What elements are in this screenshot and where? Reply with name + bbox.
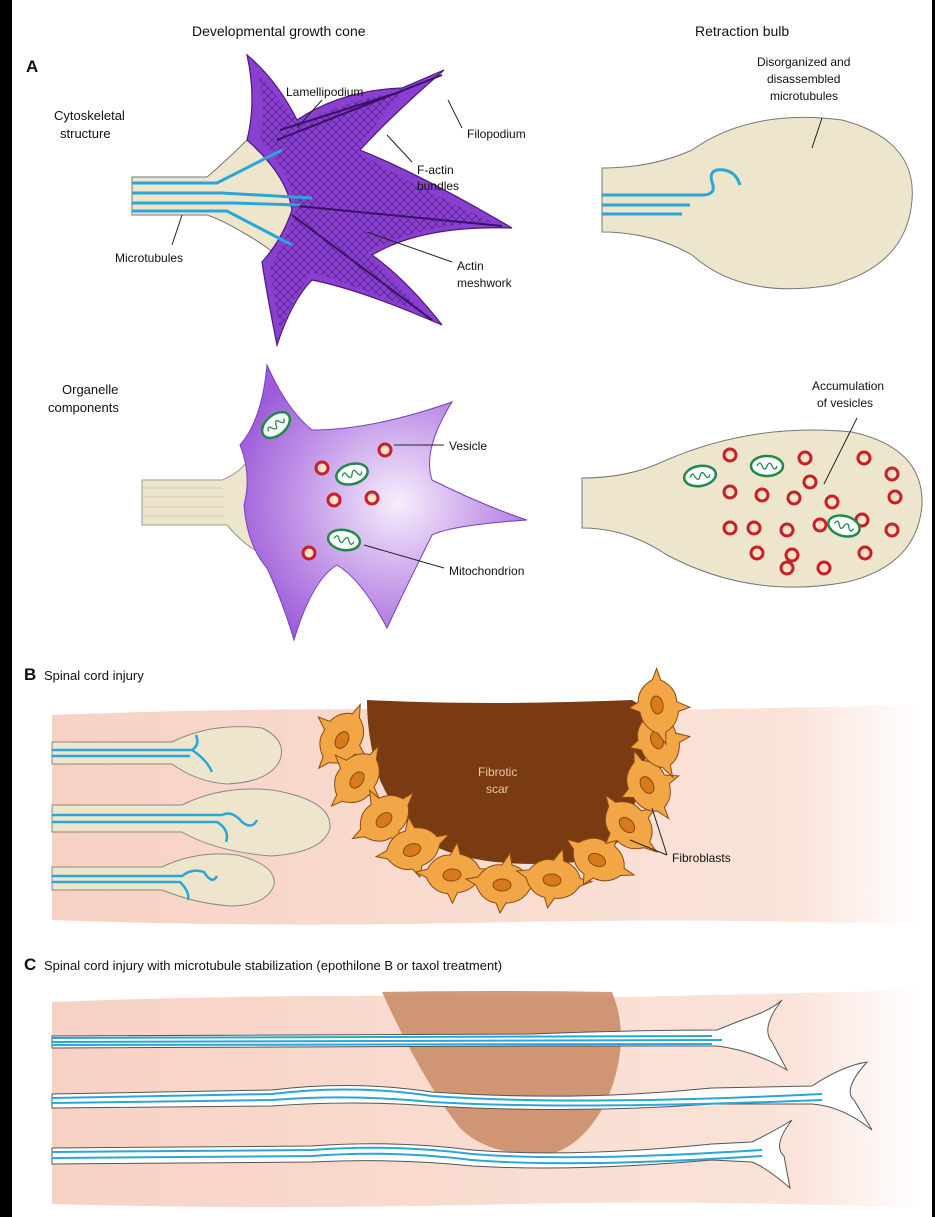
panel-b-title: Spinal cord injury [44, 668, 144, 683]
panel-a-letter: A [26, 57, 38, 76]
actin-mesh-label-line1: Actin [457, 259, 484, 273]
fibroblast-nucleus [493, 879, 511, 891]
vesicle-icon [366, 492, 378, 504]
panel-c-letter: C [24, 955, 36, 974]
microtubules-label: Microtubules [115, 251, 183, 265]
vesicle-icon [724, 449, 736, 461]
vesicle-icon [781, 562, 793, 574]
vesicle-icon [724, 486, 736, 498]
vesicle-icon [788, 492, 800, 504]
vesicle-icon [303, 547, 315, 559]
row2-label-line1: Organelle [62, 382, 118, 397]
vesicle-icon [889, 491, 901, 503]
panel-c-title: Spinal cord injury with microtubule stab… [44, 958, 502, 973]
filopodium-label: Filopodium [467, 127, 526, 141]
actin-mesh-label-line2: meshwork [457, 276, 513, 290]
factin-label-line2: bundles [417, 179, 459, 193]
vesicle-label: Vesicle [449, 439, 487, 453]
retraction-bulb-organelles [582, 430, 922, 587]
vesicle-icon [786, 549, 798, 561]
vesicle-icon [886, 468, 898, 480]
figure-panel: Developmental growth cone Retraction bul… [12, 0, 932, 1217]
accumulation-label-line1: Accumulation [812, 379, 884, 393]
disorganized-label-line2: disassembled [767, 72, 840, 86]
vesicle-icon [826, 496, 838, 508]
disorganized-label-line3: microtubules [770, 89, 838, 103]
disorganized-label-line1: Disorganized and [757, 55, 850, 69]
vesicle-icon [751, 547, 763, 559]
vesicle-icon [748, 522, 760, 534]
lamellipodium-label: Lamellipodium [286, 85, 363, 99]
vesicle-icon [858, 452, 870, 464]
vesicle-icon [316, 462, 328, 474]
vesicle-icon [724, 522, 736, 534]
vesicle-icon [886, 524, 898, 536]
vesicle-icon [756, 489, 768, 501]
growth-cone-header: Developmental growth cone [192, 23, 366, 39]
mitochondrion-label: Mitochondrion [449, 564, 524, 578]
row1-label-line1: Cytoskeletal [54, 108, 125, 123]
fibroblasts-label: Fibroblasts [672, 851, 731, 865]
vesicle-icon [379, 444, 391, 456]
row2-label-line2: components [48, 400, 119, 415]
scar-label-line2: scar [486, 782, 509, 796]
factin-label-line1: F-actin [417, 163, 454, 177]
retraction-bulb-cytoskeleton [602, 117, 912, 288]
row1-label-line2: structure [60, 126, 111, 141]
vesicle-icon [818, 562, 830, 574]
vesicle-icon [814, 519, 826, 531]
scar-label-line1: Fibrotic [478, 765, 517, 779]
vesicle-icon [328, 494, 340, 506]
figure-svg: Developmental growth cone Retraction bul… [12, 0, 932, 1217]
retraction-bulb-header: Retraction bulb [695, 23, 789, 39]
vesicle-icon [804, 476, 816, 488]
vesicle-icon [799, 452, 811, 464]
accumulation-label-line2: of vesicles [817, 396, 873, 410]
vesicle-icon [781, 524, 793, 536]
vesicle-icon [859, 547, 871, 559]
panel-b-letter: B [24, 665, 36, 684]
